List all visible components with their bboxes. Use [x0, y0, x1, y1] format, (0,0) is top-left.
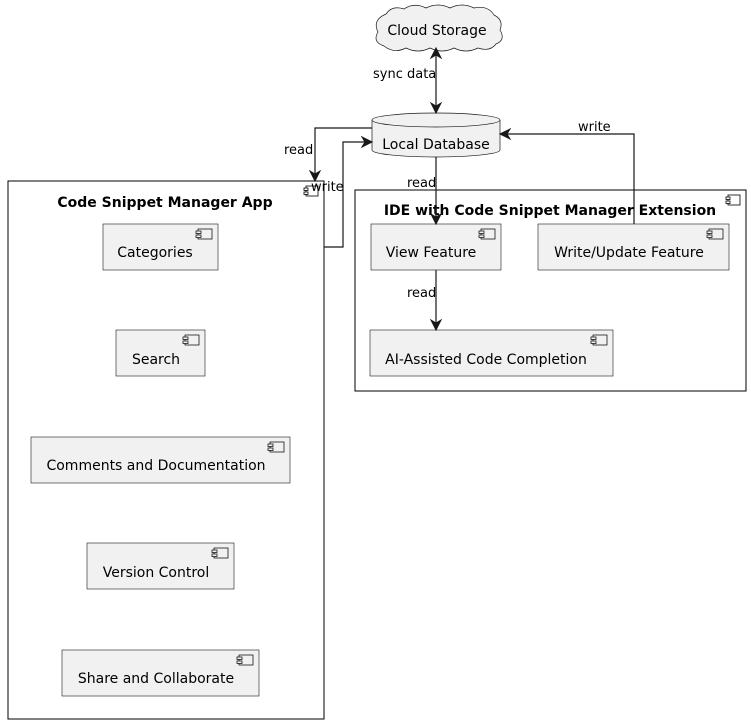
cloud-shape: [375, 4, 503, 52]
component-icon: [182, 334, 200, 346]
component-search: Search: [115, 329, 206, 377]
component-comments-and-documentation: Comments and Documentation: [30, 436, 291, 484]
component-label: View Feature: [386, 245, 477, 261]
cloud-storage-label: Cloud Storage: [387, 23, 486, 39]
edge-app-read: read: [284, 127, 372, 183]
edge-app-write: write: [311, 135, 374, 248]
edge-label-read: read: [284, 143, 313, 158]
component-icon: [478, 228, 496, 240]
component-label: Categories: [117, 245, 192, 261]
component-share-and-collaborate: Share and Collaborate: [61, 649, 260, 697]
edge-label-write: write: [578, 120, 611, 135]
component-label: Search: [132, 352, 180, 368]
component-icon: [706, 228, 724, 240]
component-ai-assisted-code-completion: AI-Assisted Code Completion: [369, 329, 614, 377]
database-cylinder: [371, 120, 501, 158]
component-write-update-feature: Write/Update Feature: [537, 223, 730, 271]
ide-package-title: IDE with Code Snippet Manager Extension: [384, 203, 716, 219]
edge-update-write: write: [498, 120, 635, 224]
edge-label-read: read: [407, 286, 436, 301]
app-package-title: Code Snippet Manager App: [57, 195, 272, 211]
package-ide-extension: IDE with Code Snippet Manager Extension …: [354, 189, 747, 392]
package-code-snippet-manager-app: Code Snippet Manager App Categories Sear…: [7, 180, 325, 720]
edge-label-sync-data: sync data: [373, 67, 436, 82]
component-label: Write/Update Feature: [554, 245, 704, 261]
component-view-feature: View Feature: [370, 223, 502, 271]
component-categories: Categories: [102, 223, 219, 271]
component-label: Share and Collaborate: [78, 671, 234, 687]
component-icon: [195, 228, 213, 240]
component-version-control: Version Control: [86, 542, 235, 590]
local-database-node: Local Database: [371, 112, 501, 158]
edge-label-read: read: [407, 176, 436, 191]
component-label: Version Control: [103, 565, 210, 581]
component-label: AI-Assisted Code Completion: [385, 352, 587, 368]
cloud-storage-node: Cloud Storage: [375, 4, 503, 52]
component-icon: [267, 441, 285, 453]
edge-ai-read: read: [407, 270, 443, 332]
local-database-label: Local Database: [382, 137, 490, 153]
component-icon: [236, 654, 254, 666]
edge-view-read: read: [407, 157, 443, 226]
component-icon: [211, 547, 229, 559]
component-icon: [303, 185, 319, 197]
component-label: Comments and Documentation: [46, 458, 265, 474]
edge-label-write: write: [311, 180, 344, 195]
component-icon: [590, 334, 608, 346]
component-icon: [725, 194, 741, 206]
edge-sync-data: sync data: [373, 46, 443, 115]
